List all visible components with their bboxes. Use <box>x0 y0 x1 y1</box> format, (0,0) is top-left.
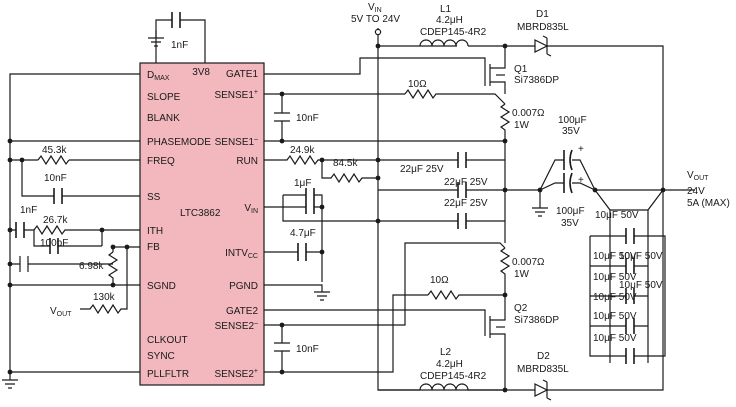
c-cer-4: 10μF 50V <box>593 272 637 283</box>
pin-intvcc: INTVCC <box>225 248 258 260</box>
vin-label: VIN <box>368 2 382 14</box>
c-out-b-label: 100μF <box>556 206 585 217</box>
c-intvcc-label: 4.7μF <box>290 228 316 239</box>
vout-current: 5A (MAX) <box>687 198 730 209</box>
c-cer-6: 10μF 50V <box>619 280 663 291</box>
l1-part: CDEP145-4R2 <box>420 27 487 38</box>
c-ss-label: 10nF <box>44 173 67 184</box>
c-sense1-label: 10nF <box>296 113 319 124</box>
c-in1-label: 22μF 25V <box>400 164 444 175</box>
r-run-a-label: 24.9k <box>290 145 315 156</box>
c-vin-label: 1μF <box>294 178 311 189</box>
l2-name: L2 <box>440 347 452 358</box>
c-in2-label: 22μF 25V <box>444 177 488 188</box>
pin-vin: VIN <box>244 203 258 215</box>
cap-top-1nf: 1nF <box>148 12 206 63</box>
r-vout-label: 130k <box>93 292 116 303</box>
q1-name: Q1 <box>514 64 528 75</box>
pin-3v8: 3V8 <box>192 67 210 78</box>
d2-part: MBRD835L <box>517 364 569 375</box>
r-sense1-label: 10Ω <box>408 79 427 90</box>
rs2-value: 0.007Ω <box>512 257 545 268</box>
r-freq-label: 45.3k <box>42 145 67 156</box>
c-ith-b-label: 100pF <box>40 238 68 249</box>
c-cer-8: 10μF 50V <box>593 333 637 344</box>
l1-value: 4.2μH <box>436 15 463 26</box>
pin-freq: FREQ <box>147 156 175 167</box>
rs1-value: 0.007Ω <box>512 108 545 119</box>
ic-body <box>139 62 265 386</box>
c-cer-1: 10μF 50V <box>595 210 639 221</box>
vout-in-label: VOUT <box>50 306 72 318</box>
pin-sense2p: SENSE2+ <box>214 368 258 380</box>
c-cer-3: 10μF 50V <box>619 251 663 262</box>
c-ith-a-label: 1nF <box>20 205 37 216</box>
pin-dmax: DMAX <box>147 70 170 82</box>
r-sense2-label: 10Ω <box>430 275 449 286</box>
ic-part-label: LTC3862 <box>180 208 221 219</box>
pin-gate2: GATE2 <box>226 306 258 317</box>
r-run-b-label: 84.5k <box>333 158 358 169</box>
pin-sgnd: SGND <box>147 281 176 292</box>
vout-label: VOUT <box>687 170 709 182</box>
c-sense2-label: 10nF <box>296 344 319 355</box>
vout-volts: 24V <box>687 186 705 197</box>
cap-top-label: 1nF <box>171 40 188 51</box>
cap-plus-b: + <box>578 175 584 186</box>
c-cer-5: 10μF 50V <box>593 292 637 303</box>
pin-sense1p: SENSE1+ <box>214 89 258 101</box>
q2-part: Si7386DP <box>514 315 559 326</box>
pin-blank: BLANK <box>147 113 180 124</box>
l1-name: L1 <box>440 4 452 15</box>
pin-sync: SYNC <box>147 351 175 362</box>
pin-pgnd: PGND <box>229 281 258 292</box>
cap-plus-a: + <box>578 144 584 155</box>
vin-range: 5V TO 24V <box>351 14 400 25</box>
rs2-watt: 1W <box>514 269 530 280</box>
pin-slope: SLOPE <box>147 92 181 103</box>
pin-pllfltr: PLLFLTR <box>147 369 189 380</box>
d1-name: D1 <box>536 9 549 20</box>
left-network: 45.3k 10nF 1nF 26.7k 100pF 6.98k <box>2 73 140 389</box>
d1-part: MBRD835L <box>517 22 569 33</box>
pin-clkout: CLKOUT <box>147 335 188 346</box>
ic-right-pins: 3V8 GATE1 SENSE1+ SENSE1– RUN VIN INTVCC… <box>192 67 258 380</box>
power-stage: VIN 5V TO 24V L1 4.2μH CDEP145-4R2 D1 MB… <box>351 2 730 401</box>
cer-cap-grid <box>589 228 666 364</box>
c-out-b-volt: 35V <box>561 218 579 229</box>
rs1-watt: 1W <box>514 120 530 131</box>
r-fb-label: 6.98k <box>79 261 104 272</box>
pin-phasemode: PHASEMODE <box>147 137 211 148</box>
q1-part: Si7386DP <box>514 75 559 86</box>
l2-part: CDEP145-4R2 <box>420 371 487 382</box>
pin-sense2n: SENSE2– <box>215 320 258 332</box>
q2-name: Q2 <box>514 303 528 314</box>
pin-gate1: GATE1 <box>226 69 258 80</box>
mid-network: 10Ω 10nF 24.9k 84.5k 1μF 4.7μF <box>264 57 506 375</box>
pin-run: RUN <box>236 156 258 167</box>
d2-name: D2 <box>537 351 550 362</box>
ic-left-pins: DMAX SLOPE BLANK PHASEMODE FREQ SS ITH F… <box>147 70 211 380</box>
c-cer-2: 10μF 50V <box>593 251 637 262</box>
r-ith-label: 26.7k <box>43 215 68 226</box>
c-cer-7: 10μF 50V <box>593 311 637 322</box>
l2-value: 4.2μH <box>436 359 463 370</box>
c-out-a-volt: 35V <box>562 126 580 137</box>
pin-sense1n: SENSE1– <box>215 136 258 148</box>
pin-fb: FB <box>147 242 160 253</box>
pin-ith: ITH <box>147 226 163 237</box>
c-in3-label: 22μF 25V <box>444 198 488 209</box>
c-out-a-label: 100μF <box>558 115 587 126</box>
pin-ss: SS <box>147 192 161 203</box>
